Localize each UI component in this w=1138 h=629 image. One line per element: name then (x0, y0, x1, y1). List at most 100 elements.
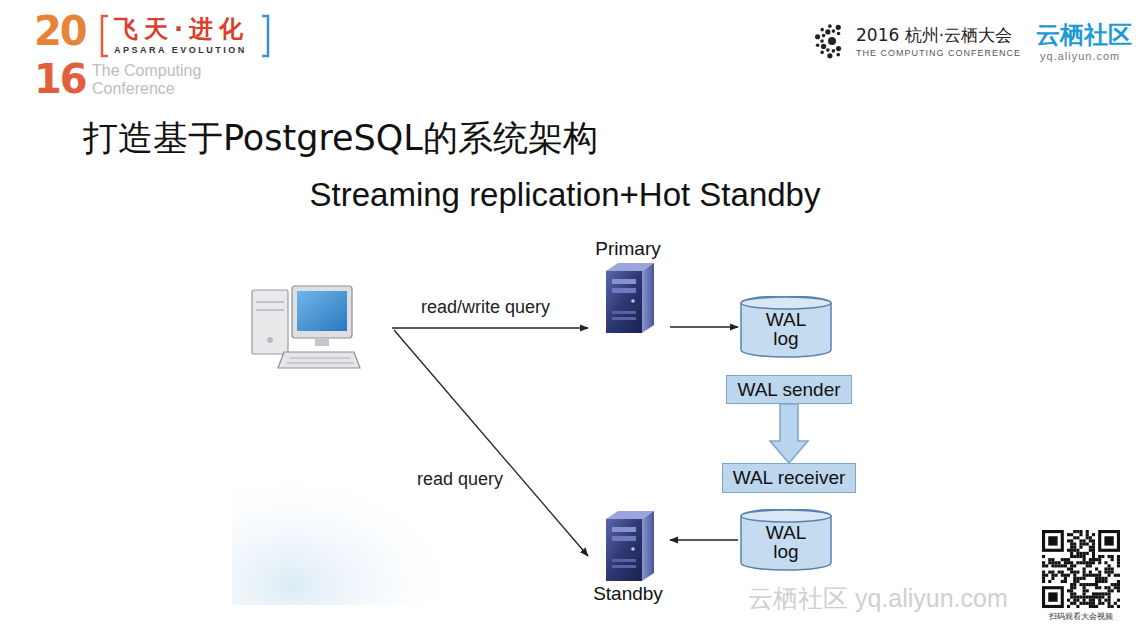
qr-module (1079, 602, 1082, 605)
qr-module (1108, 602, 1111, 605)
qr-module (1083, 602, 1086, 605)
qr-module (1083, 552, 1086, 555)
qr-module (1058, 561, 1061, 564)
qr-module (1051, 564, 1054, 567)
qr-module (1111, 567, 1114, 570)
qr-module (1042, 571, 1045, 574)
qr-module (1095, 574, 1098, 577)
cylinder-label: WAL log (763, 523, 809, 561)
qr-module (1048, 561, 1051, 564)
qr-module (1070, 571, 1073, 574)
qr-module (1042, 577, 1045, 580)
qr-module (1086, 583, 1089, 586)
qr-module (1089, 564, 1092, 567)
qr-module (1098, 577, 1101, 580)
qr-module (1089, 574, 1092, 577)
qr-module (1073, 546, 1076, 549)
qr-module (1079, 561, 1082, 564)
qr-module (1086, 530, 1089, 533)
qr-module (1111, 558, 1114, 561)
qr-module (1104, 571, 1107, 574)
qr-module (1095, 605, 1098, 608)
qr-module (1070, 589, 1073, 592)
qr-module (1073, 549, 1076, 552)
qr-module (1117, 589, 1120, 592)
qr-module (1058, 571, 1061, 574)
qr-module (1070, 539, 1073, 542)
qr-module (1051, 571, 1054, 574)
qr-module (1073, 586, 1076, 589)
qr-module (1067, 549, 1070, 552)
query-arrow (394, 330, 588, 556)
qr-module (1117, 580, 1120, 583)
qr-module (1051, 558, 1054, 561)
qr-module (1092, 605, 1095, 608)
qr-module (1092, 602, 1095, 605)
qr-finder (1104, 536, 1113, 545)
qr-module (1070, 586, 1073, 589)
qr-module (1079, 539, 1082, 542)
qr-module (1086, 602, 1089, 605)
qr-module (1076, 577, 1079, 580)
qr-module (1108, 574, 1111, 577)
qr-module (1070, 583, 1073, 586)
conference-logo (815, 24, 841, 58)
qr-module (1108, 571, 1111, 574)
logo-dot (836, 46, 841, 51)
qr-module (1098, 580, 1101, 583)
logo-dot (820, 28, 824, 32)
qr-module (1079, 596, 1082, 599)
server-icon (598, 509, 658, 583)
watermark: 云栖社区 yq.aliyun.com (748, 584, 1008, 613)
qr-module (1076, 530, 1079, 533)
qr-module (1108, 586, 1111, 589)
qr-module (1042, 561, 1045, 564)
qr-module (1051, 561, 1054, 564)
qr-module (1092, 561, 1095, 564)
qr-module (1061, 564, 1064, 567)
qr-module (1045, 564, 1048, 567)
qr-module (1111, 605, 1114, 608)
qr-module (1095, 586, 1098, 589)
qr-module (1092, 552, 1095, 555)
process-box: WAL sender (726, 375, 851, 404)
logo-subtitle: APSARA EVOLUTION (114, 45, 247, 55)
logo-dot (816, 43, 820, 47)
qr-module (1117, 555, 1120, 558)
qr-module (1073, 564, 1076, 567)
qr-module (1083, 589, 1086, 592)
qr-module (1089, 599, 1092, 602)
qr-module (1076, 536, 1079, 539)
qr-module (1073, 599, 1076, 602)
qr-module (1086, 564, 1089, 567)
qr-module (1095, 583, 1098, 586)
qr-module (1089, 583, 1092, 586)
qr-module (1108, 592, 1111, 595)
server-label: Standby (593, 583, 663, 606)
qr-module (1095, 596, 1098, 599)
qr-module (1101, 577, 1104, 580)
qr-module (1086, 552, 1089, 555)
qr-module (1095, 592, 1098, 595)
qr-module (1111, 583, 1114, 586)
qr-module (1083, 586, 1086, 589)
slide-title: 打造基于PostgreSQL的系统架构 (83, 118, 598, 158)
logo-bracket (102, 16, 108, 56)
qr-module (1067, 599, 1070, 602)
qr-module (1092, 558, 1095, 561)
qr-module (1108, 596, 1111, 599)
background-swirl (232, 400, 532, 605)
qr-module (1048, 571, 1051, 574)
qr-finder (1048, 592, 1057, 601)
qr-module (1073, 571, 1076, 574)
logo-dot (822, 34, 826, 38)
qr-module (1089, 539, 1092, 542)
qr-module (1111, 555, 1114, 558)
qr-module (1108, 605, 1111, 608)
qr-module (1104, 592, 1107, 595)
edge-label: read query (417, 469, 503, 490)
logo-dot (820, 51, 824, 55)
qr-module (1104, 577, 1107, 580)
qr-module (1073, 530, 1076, 533)
qr-module (1092, 596, 1095, 599)
